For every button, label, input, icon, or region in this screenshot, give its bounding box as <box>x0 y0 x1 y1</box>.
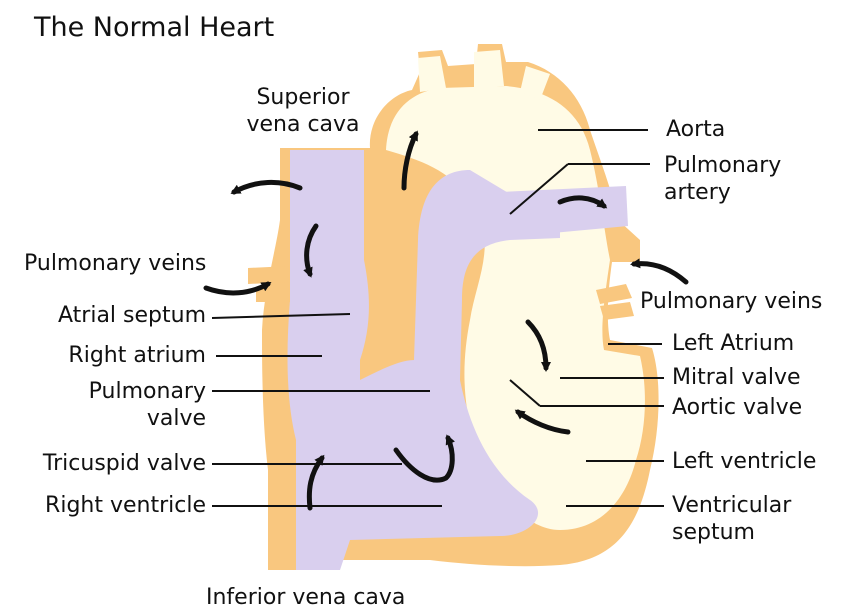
label-left-ventricle: Left ventricle <box>672 448 816 475</box>
label-mitral-valve: Mitral valve <box>672 364 801 391</box>
label-pulmonary-veins-right: Pulmonary veins <box>640 288 822 315</box>
label-right-ventricle: Right ventricle <box>2 492 206 519</box>
label-inferior-vena-cava: Inferior vena cava <box>206 584 405 611</box>
diagram-title: The Normal Heart <box>34 12 274 44</box>
label-tricuspid-valve: Tricuspid valve <box>2 450 206 477</box>
arrow-pulmonary-veins-right <box>634 264 686 282</box>
label-superior-vena-cava: Superior vena cava <box>228 84 378 138</box>
label-atrial-septum: Atrial septum <box>10 302 206 329</box>
label-aorta: Aorta <box>666 116 725 143</box>
label-pulmonary-veins-left: Pulmonary veins <box>24 250 206 277</box>
label-pulmonary-valve: Pulmonary valve <box>10 378 206 432</box>
label-aortic-valve: Aortic valve <box>672 394 802 421</box>
label-ventricular-septum: Ventricular septum <box>672 492 791 546</box>
label-pulmonary-artery: Pulmonary artery <box>664 152 781 206</box>
label-left-atrium: Left Atrium <box>672 330 794 357</box>
label-right-atrium: Right atrium <box>10 342 206 369</box>
